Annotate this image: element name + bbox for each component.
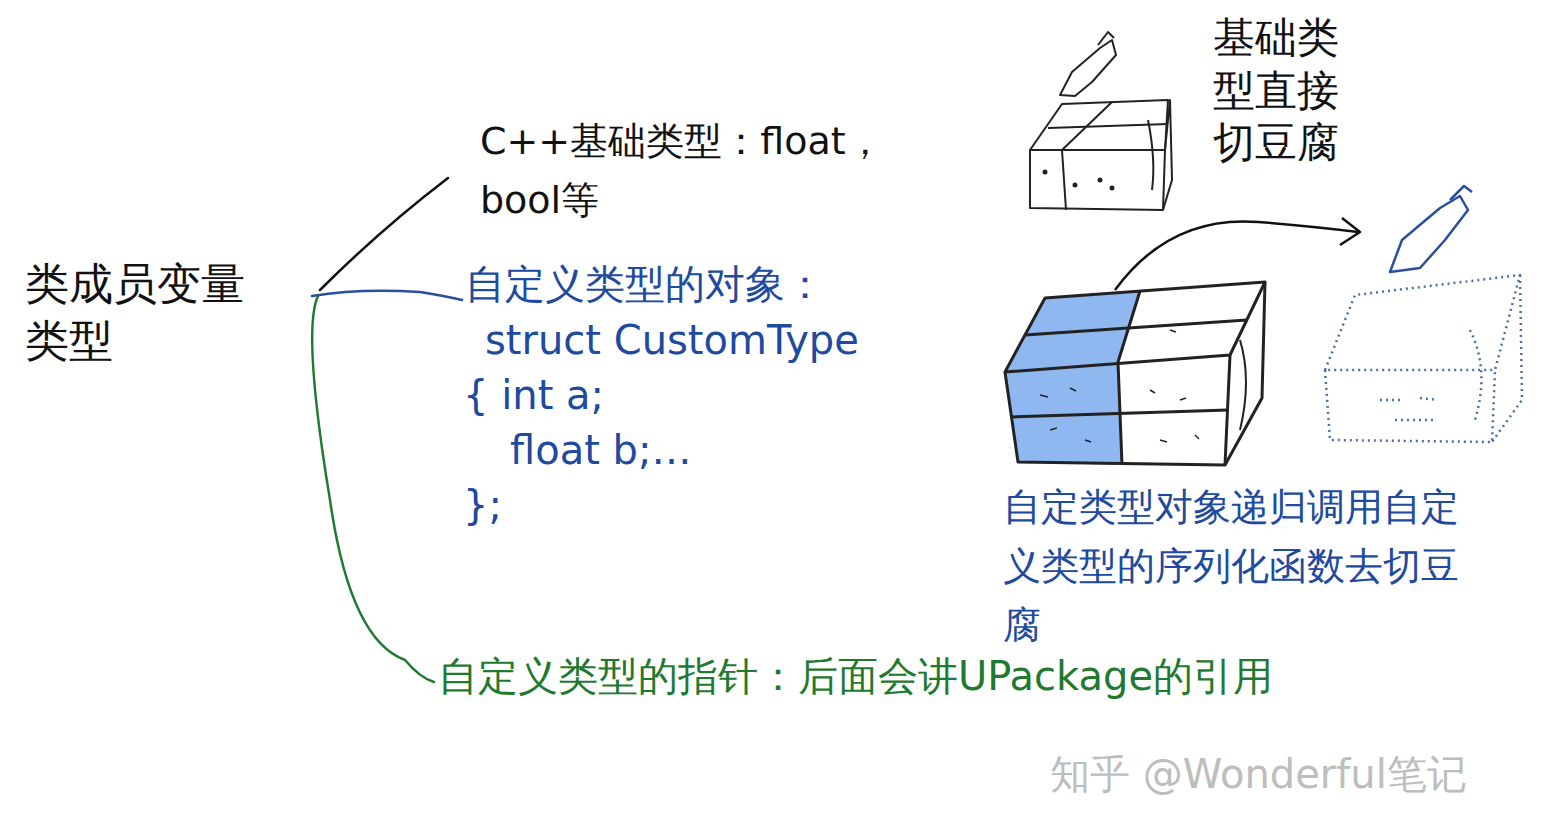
branch-line	[320, 178, 448, 290]
code-line: { int a;	[463, 369, 604, 421]
custom-type-block	[1005, 282, 1265, 465]
code-line: };	[463, 479, 502, 531]
note-label: 自定类型对象递归调用自定义类型的序列化函数去切豆腐	[1003, 478, 1473, 655]
root-label: 类成员变量类型	[25, 255, 265, 369]
arrow-line	[1115, 221, 1358, 290]
branch-label: C++基础类型：float，bool等	[480, 112, 900, 230]
code-line: struct CustomType	[485, 314, 859, 366]
branch-line	[312, 296, 434, 682]
dotted-tofu-icon	[1325, 275, 1522, 442]
watermark: 知乎 @Wonderful笔记	[1050, 748, 1467, 800]
branch-label: 自定义类型的指针：后面会讲UPackage的引用	[438, 650, 1273, 702]
branch-label: 自定义类型的对象：	[465, 258, 825, 310]
tofu-icon	[1030, 32, 1172, 210]
code-line: float b;…	[510, 424, 691, 476]
arrow-head	[1340, 218, 1360, 245]
branch-line	[312, 291, 462, 300]
knife-icon	[1390, 186, 1472, 272]
note-label: 基础类型直接切豆腐	[1213, 12, 1348, 170]
